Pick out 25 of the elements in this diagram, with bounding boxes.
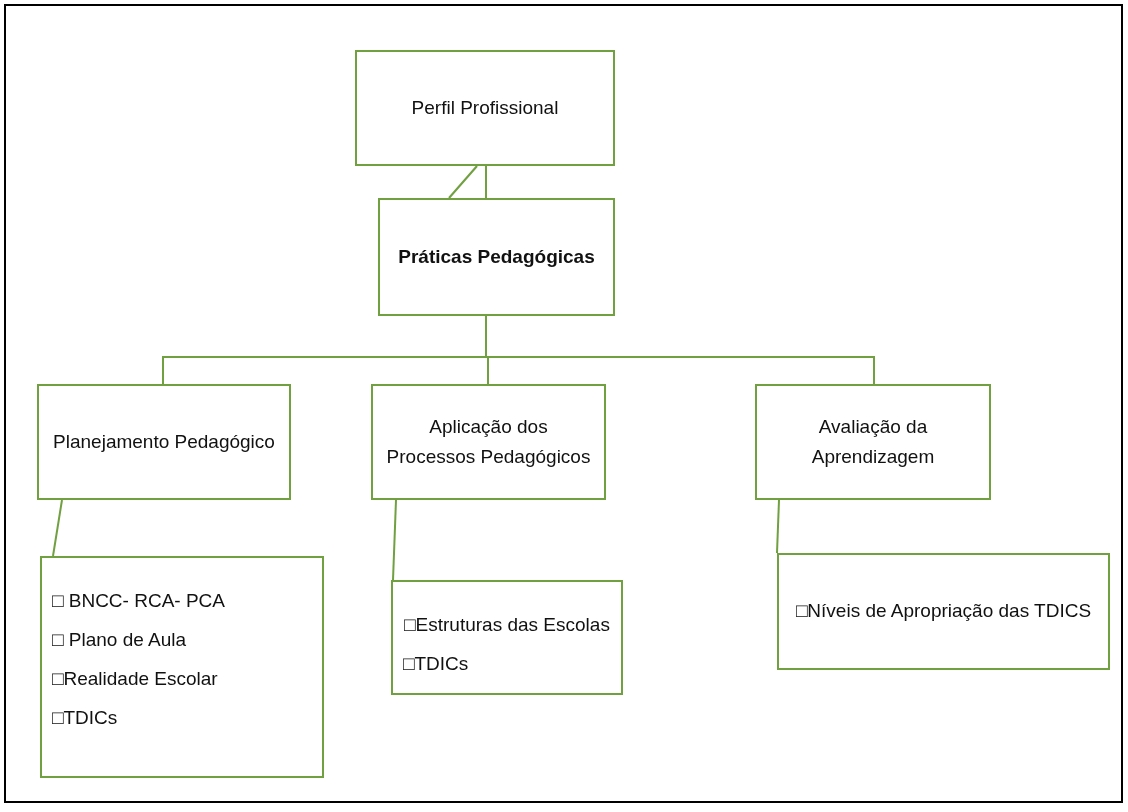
box-text: □ BNCC- RCA- PCA — [52, 589, 225, 613]
box-text: Perfil Profissional — [411, 95, 559, 120]
box-text: □Realidade Escolar — [52, 666, 218, 691]
text-box — [777, 553, 1110, 670]
text-box — [391, 580, 623, 695]
box-text: Avaliação da Aprendizagem — [810, 414, 936, 469]
box-text: □Níveis de Apropriação das TDICS — [795, 599, 1092, 624]
box-text: Aplicação dos Processos Pedagógicos — [386, 414, 591, 469]
connector-line — [52, 499, 63, 557]
text-box — [355, 50, 615, 166]
text-box — [755, 384, 991, 500]
connector-line — [392, 499, 397, 581]
connector-line — [776, 499, 780, 554]
box-text: □Estruturas das Escolas — [404, 613, 610, 637]
text-box — [40, 556, 324, 778]
box-text: Planejamento Pedagógico — [53, 429, 275, 454]
text-box — [37, 384, 291, 500]
box-text: □ Plano de Aula — [52, 627, 187, 652]
box-text: □TDICs — [403, 651, 469, 676]
box-text: □TDICs — [52, 705, 118, 730]
connector-line — [485, 165, 487, 199]
text-box — [371, 384, 606, 500]
text-box — [378, 198, 615, 316]
connector-line — [448, 165, 478, 199]
box-text: Práticas Pedagógicas — [398, 244, 595, 269]
